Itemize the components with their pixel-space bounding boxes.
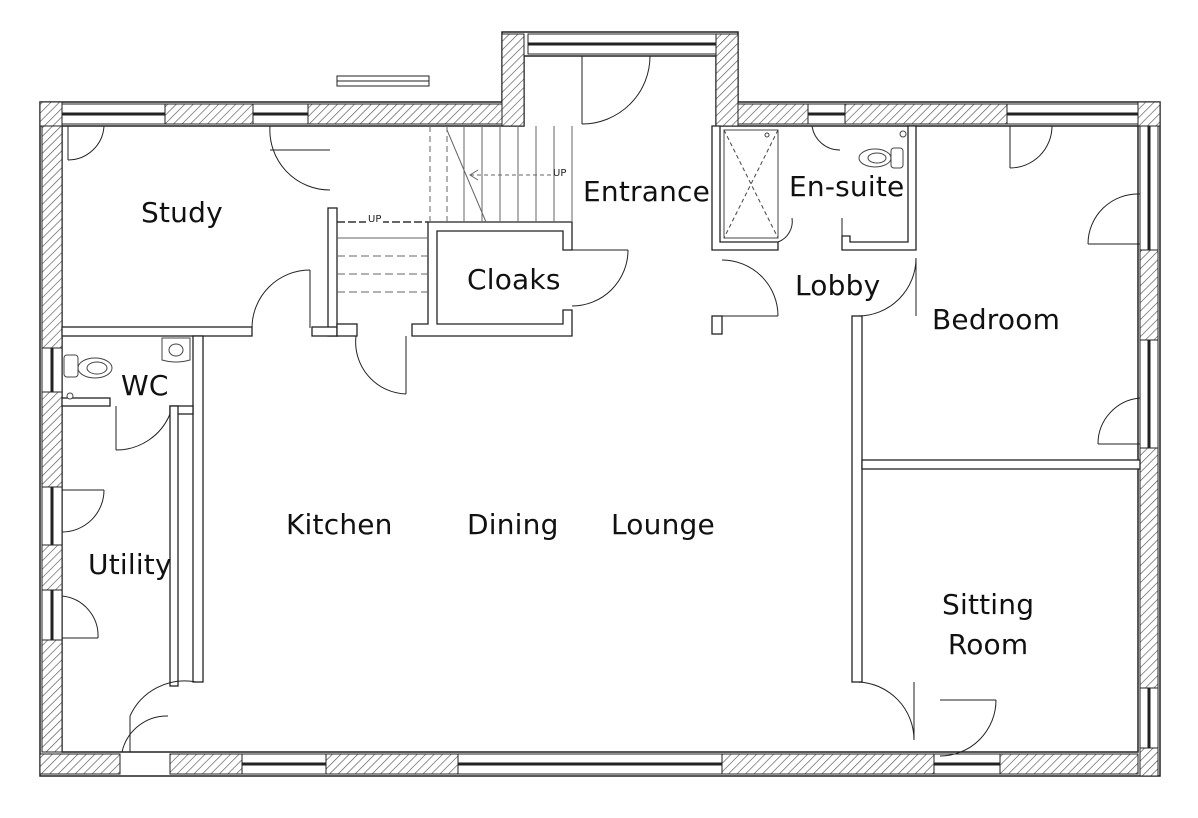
window-icon — [1139, 339, 1159, 449]
windows — [41, 33, 1159, 775]
room-label-kitchen: Kitchen — [286, 508, 393, 541]
wall-segment — [721, 753, 935, 775]
door-swing-icon — [67, 125, 105, 161]
window-icon — [61, 103, 166, 125]
stair-lower-flight — [337, 221, 428, 293]
door-swing-icon — [939, 699, 997, 757]
wall-segment — [39, 753, 121, 775]
window-icon — [241, 753, 327, 775]
partition-wall — [711, 315, 723, 335]
stair-lower-up-label: UP — [366, 214, 384, 225]
room-label-utility: Utility — [88, 548, 172, 581]
room-label-entrance: Entrance — [583, 175, 711, 208]
room-label-dining: Dining — [467, 508, 559, 541]
partition-wall — [327, 207, 338, 337]
wall-segment — [1139, 747, 1159, 777]
partition-wall — [61, 326, 253, 337]
partition-wall — [311, 326, 338, 337]
room-label-sitting-room-line1: Sitting — [942, 588, 1035, 621]
door-swing-icon — [61, 489, 105, 533]
wall-segment — [737, 103, 809, 125]
room-label-study: Study — [141, 196, 223, 229]
toilet-icon — [858, 130, 907, 169]
partition-wall — [192, 335, 204, 683]
window-icon — [807, 103, 846, 125]
room-label-lobby: Lobby — [795, 269, 881, 302]
window-icon — [527, 33, 717, 55]
wall-segment — [164, 103, 254, 125]
door-swing-icon — [811, 125, 841, 151]
door-swing-icon — [1097, 397, 1141, 445]
hatched-wall-segments — [39, 33, 1161, 777]
partition-wall — [861, 459, 1141, 470]
door-swing-icon — [581, 55, 651, 125]
partition-wall — [336, 323, 358, 337]
wall-segment — [41, 391, 63, 488]
wall-segment — [307, 103, 504, 125]
wall-segment — [325, 753, 459, 775]
door-swing-icon — [721, 259, 779, 317]
door-swing-icon — [61, 595, 99, 639]
room-label-sitting-room-line2: Room — [947, 628, 1029, 661]
vent-icon — [66, 392, 74, 400]
doors — [61, 55, 1141, 757]
door-swing-icon — [857, 257, 917, 317]
door-swing-icon — [1087, 193, 1141, 245]
wall-segment — [41, 544, 63, 591]
partition-wall — [411, 221, 573, 337]
window-icon — [1139, 687, 1159, 749]
staircase — [337, 126, 573, 293]
partition-wall — [851, 315, 863, 683]
external-walls — [39, 31, 1161, 777]
wall-segment — [501, 33, 525, 127]
door-swing-icon — [355, 335, 407, 395]
toilet-icon — [63, 354, 113, 379]
wall-segment — [1137, 101, 1161, 127]
window-icon — [1139, 125, 1159, 251]
stair-upper-up-label: UP — [553, 168, 567, 179]
wall-segment — [1139, 249, 1159, 341]
wall-segment — [715, 33, 739, 127]
shower-tray-icon — [723, 129, 779, 239]
wall-segment — [1139, 447, 1159, 689]
room-label-cloaks: Cloaks — [467, 263, 561, 296]
stair-upper-flight — [429, 126, 573, 223]
door-swing-icon — [115, 406, 171, 451]
window-icon — [252, 103, 309, 125]
partition-wall — [169, 405, 179, 687]
vent-icon — [336, 75, 430, 87]
door-swing-icon — [121, 715, 169, 753]
window-icon — [457, 753, 723, 775]
window-icon — [41, 589, 63, 641]
wall-segment — [844, 103, 1008, 125]
sanitary-fixtures — [63, 129, 907, 400]
room-label-sitting-room: Sitting Room — [942, 585, 1034, 665]
partition-wall — [61, 397, 111, 407]
room-label-wc: WC — [121, 369, 169, 402]
wall-segment — [39, 101, 63, 127]
room-label-bedroom: Bedroom — [932, 303, 1061, 336]
wall-segment — [999, 753, 1139, 775]
door-swing-icon — [251, 269, 311, 329]
wall-segment — [169, 753, 243, 775]
door-swing-icon — [777, 217, 793, 243]
window-icon — [41, 486, 63, 546]
wall-segment — [41, 125, 63, 349]
basin-icon — [161, 337, 191, 363]
wall-segment — [41, 639, 63, 753]
room-label-en-suite: En-suite — [789, 170, 905, 203]
room-label-lounge: Lounge — [611, 508, 715, 541]
window-icon — [933, 753, 1001, 775]
window-icon — [1006, 103, 1139, 125]
door-swing-icon — [571, 249, 629, 307]
door-swing-icon — [1009, 125, 1053, 169]
window-icon — [41, 347, 63, 393]
door-swing-icon — [857, 681, 915, 741]
door-swing-icon — [269, 125, 331, 191]
